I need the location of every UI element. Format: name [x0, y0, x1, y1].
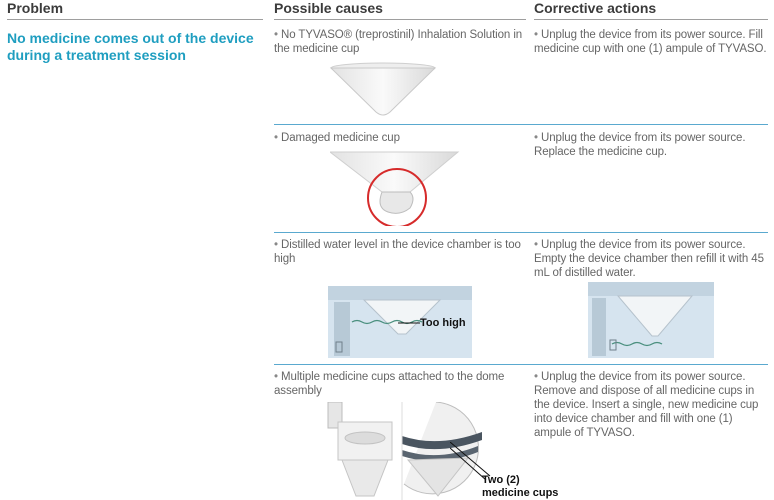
action-text: Unplug the device from its power source.… [534, 239, 764, 279]
cause-row-4: • Multiple medicine cups attached to the… [274, 370, 524, 398]
header-divider [7, 19, 263, 20]
two-medicine-cups-label: Two (2) medicine cups [482, 474, 558, 500]
empty-medicine-cup-image [329, 62, 437, 116]
too-high-label: Too high [420, 317, 466, 329]
problem-text: No medicine comes out of the device duri… [7, 30, 254, 63]
cause-row-1: • No TYVASO® (treprostinil) Inhalation S… [274, 28, 524, 56]
action-row-3: • Unplug the device from its power sourc… [534, 238, 770, 280]
bullet: • [534, 371, 538, 383]
bullet: • [534, 29, 538, 41]
two-cups-callout-lines [450, 442, 491, 481]
action-text: Unplug the device from its power source.… [534, 371, 759, 439]
callout-line: medicine cups [482, 487, 559, 499]
action-row-1: • Unplug the device from its power sourc… [534, 28, 770, 56]
cause-text: No TYVASO® (treprostinil) Inhalation Sol… [274, 29, 523, 55]
header-divider [534, 19, 768, 20]
bullet: • [534, 239, 538, 251]
damage-highlight-circle [367, 168, 427, 226]
cause-text: Damaged medicine cup [281, 132, 400, 144]
bullet: • [274, 239, 278, 251]
cause-text: Multiple medicine cups attached to the d… [274, 371, 505, 397]
action-text: Unplug the device from its power source.… [534, 132, 746, 158]
damaged-medicine-cup-image [330, 151, 460, 226]
bullet: • [274, 132, 278, 144]
two-medicine-cups-image [327, 402, 482, 500]
header-possible-causes: Possible causes [274, 0, 383, 16]
cause-text: Distilled water level in the device cham… [274, 239, 521, 265]
action-row-4: • Unplug the device from its power sourc… [534, 370, 770, 440]
row-divider [274, 232, 768, 233]
cause-row-2: • Damaged medicine cup [274, 131, 524, 145]
bullet: • [534, 132, 538, 144]
row-divider [274, 124, 768, 125]
action-text: Unplug the device from its power source.… [534, 29, 767, 55]
header-problem: Problem [7, 0, 64, 16]
cause-row-3: • Distilled water level in the device ch… [274, 238, 524, 266]
correct-water-level-image [588, 282, 714, 358]
bullet: • [274, 371, 278, 383]
too-high-callout-line [398, 322, 420, 324]
row-divider [274, 364, 768, 365]
action-row-2: • Unplug the device from its power sourc… [534, 131, 770, 159]
bullet: • [274, 29, 278, 41]
header-divider [274, 19, 526, 20]
water-level-too-high-image [328, 286, 472, 358]
header-corrective-actions: Corrective actions [534, 0, 657, 16]
callout-line: Two (2) [482, 474, 520, 486]
